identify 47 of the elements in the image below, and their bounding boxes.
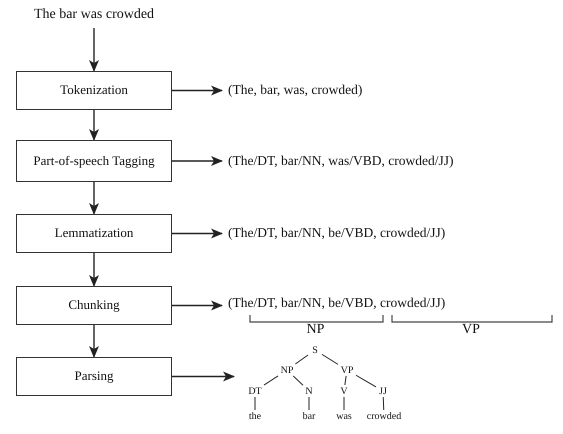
step-label: Part-of-speech Tagging [32,154,156,168]
chunk-label: VP [462,322,480,338]
tree-branch [308,396,310,410]
process-box [16,214,172,253]
output-text: (The/DT, bar/NN, was/VBD, crowded/JJ) [228,152,558,170]
tree-label: JJ [376,385,390,397]
input-sentence: The bar was crowded [12,6,176,24]
tree-label: crowded [364,410,404,422]
chunk-label: NP [306,322,324,338]
tree-branch [264,375,278,386]
tree-branch [344,376,347,386]
arrow [89,110,99,141]
tree-label: the [245,410,265,422]
tree-label: V [338,385,350,397]
tree-label: S [308,344,322,356]
process-box [16,71,172,110]
tree-label: NP [278,364,296,376]
process-box [16,357,172,396]
tree-label: N [303,385,315,397]
step-label: Parsing [74,369,114,384]
output-text: (The/DT, bar/NN, be/VBD, crowded/JJ) [228,224,558,242]
arrow [89,253,99,287]
process-box [16,286,172,325]
process-box [16,140,172,182]
tree-branch [254,396,256,410]
arrow [172,228,223,238]
tree-label: VP [338,364,356,376]
arrow [172,156,223,166]
tree-branch [292,376,304,386]
tree-branch [322,354,338,365]
tree-branch [356,374,376,388]
arrow [172,372,235,382]
output-text: (The, bar, was, crowded) [228,81,428,99]
output-text: (The/DT, bar/NN, be/VBD, crowded/JJ) [228,294,558,312]
tree-label: was [334,410,354,422]
arrow [89,28,99,72]
step-label: Lemmatization [54,226,134,241]
step-label: Tokenization [59,83,129,98]
tree-branch [294,354,308,364]
tree-label: bar [300,410,318,422]
tree-branch [382,396,384,410]
step-label: Chunking [67,298,121,313]
arrow [172,300,223,310]
arrow [89,182,99,215]
tree-label: DT [246,385,264,397]
arrow [172,86,223,96]
arrow [89,325,99,358]
